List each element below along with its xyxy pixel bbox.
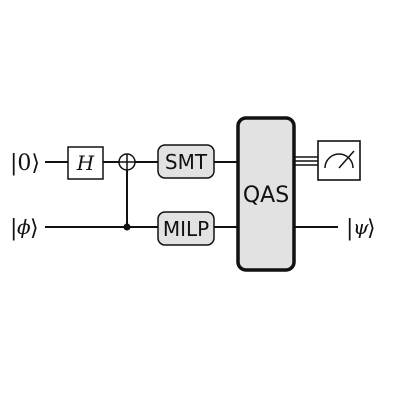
input-bottom-bar: | bbox=[10, 216, 17, 241]
wires bbox=[45, 161, 338, 228]
input-top-label: |0⟩ bbox=[10, 151, 40, 176]
output-bottom-ket: | ψ ⟩ bbox=[346, 215, 376, 241]
input-top-ket: |0⟩ bbox=[10, 151, 40, 176]
meter-icon bbox=[317, 140, 361, 181]
output-bottom-bar: | bbox=[346, 216, 353, 241]
hadamard-gate: H bbox=[67, 146, 104, 180]
output-bottom-close: ⟩ bbox=[367, 216, 376, 241]
smt-gate: SMT bbox=[157, 144, 215, 179]
qas-label: QAS bbox=[243, 183, 289, 208]
output-bottom-symbol: ψ bbox=[353, 215, 369, 239]
hadamard-label: H bbox=[76, 151, 95, 175]
control-dot-icon bbox=[123, 223, 131, 231]
milp-gate: MILP bbox=[157, 211, 215, 246]
qas-block: QAS bbox=[236, 116, 296, 272]
input-bottom-close: ⟩ bbox=[30, 216, 39, 241]
classical-wire bbox=[294, 156, 318, 166]
oplus-target-icon bbox=[118, 153, 136, 171]
smt-label: SMT bbox=[165, 150, 208, 174]
milp-label: MILP bbox=[163, 217, 209, 241]
input-bottom-ket: | ϕ ⟩ bbox=[10, 215, 39, 241]
input-bottom-symbol: ϕ bbox=[17, 215, 31, 239]
